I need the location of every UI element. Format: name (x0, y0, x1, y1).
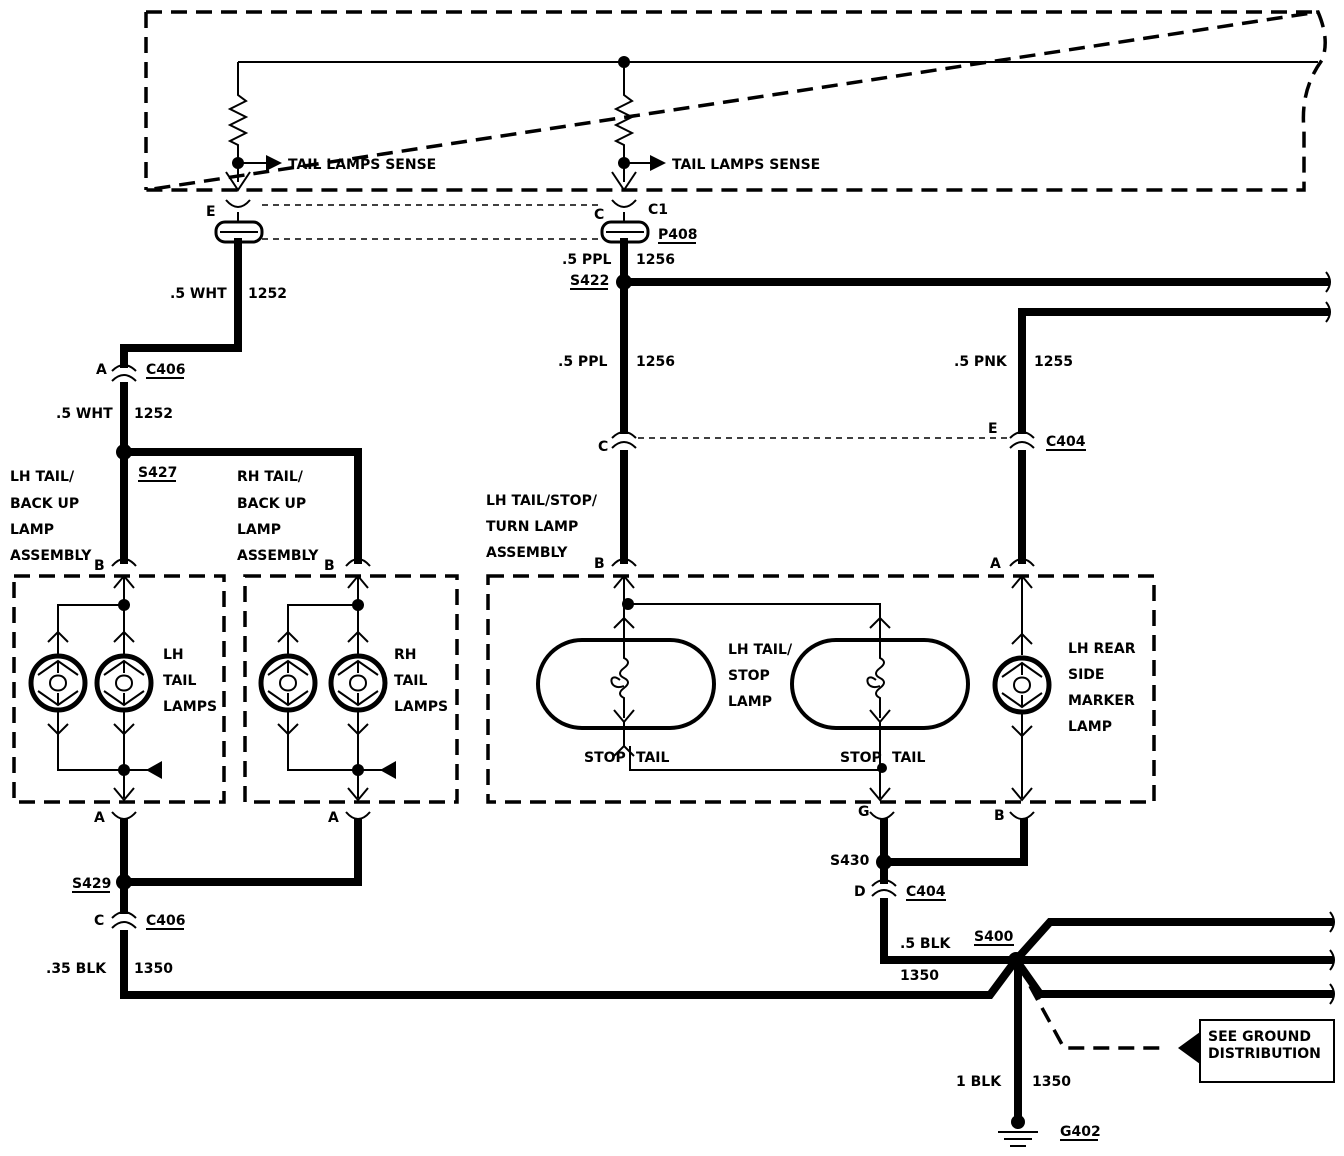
rh-tail-pin-b: B (324, 558, 335, 574)
wire-1256-num-mid: 1256 (636, 354, 675, 370)
wire-1350-num-right: 1350 (900, 968, 939, 984)
wire-1256 (611, 238, 1331, 564)
marker-line4: LAMP (1068, 719, 1112, 735)
lh-tail-lamps-line2: TAIL (163, 673, 197, 689)
lh-stop-assembly-line3: ASSEMBLY (486, 545, 568, 561)
g402-label: G402 (1060, 1124, 1101, 1140)
wire-1252-gauge-mid: .5 WHT (56, 406, 113, 422)
wire-1256-gauge-mid: .5 PPL (558, 354, 607, 370)
wire-1256-num-top: 1256 (636, 252, 675, 268)
lh-backup-line3: LAMP (10, 522, 54, 538)
c406-bottom-label: C406 (146, 913, 186, 929)
wire-1255-num: 1255 (1034, 354, 1073, 370)
c404-bottom-label: C404 (906, 884, 946, 900)
p408-pin-c: C (594, 207, 604, 223)
lh-stop-assembly-line2: TURN LAMP (486, 519, 578, 535)
wire-1350-right (869, 811, 1335, 1147)
marker-pin-b: B (994, 808, 1005, 824)
wire-1255-gauge: .5 PNK (954, 354, 1008, 370)
marker-pin-a: A (990, 556, 1001, 572)
c404-pin-e: E (988, 421, 998, 437)
tail-label-2: TAIL (892, 750, 926, 766)
rh-tail-lamps-box (243, 558, 459, 820)
rh-tail-lamps-line2: TAIL (394, 673, 428, 689)
lh-tail-lamps-box (12, 558, 226, 820)
lh-stop-lamp-box (486, 558, 1156, 804)
lh-tail-stop-line1: LH TAIL/ (728, 642, 793, 658)
s429-label: S429 (72, 876, 111, 892)
lh-tail-lamps-line1: LH (163, 647, 184, 663)
marker-line2: SIDE (1068, 667, 1104, 683)
wire-1350-gauge-left: .35 BLK (46, 961, 107, 977)
s400-label: S400 (974, 929, 1014, 945)
c1-label: C1 (648, 202, 668, 218)
lh-tail-pin-b: B (94, 558, 105, 574)
lh-backup-line4: ASSEMBLY (10, 548, 92, 564)
p408-pin-e: E (206, 204, 216, 220)
c406-top-pin: A (96, 362, 107, 378)
rh-backup-line1: RH TAIL/ (237, 469, 304, 485)
see-ground-line1: SEE GROUND (1208, 1029, 1311, 1045)
c404-bottom-pin: D (854, 884, 866, 900)
wire-1255 (1009, 301, 1331, 564)
p408-connector (214, 199, 650, 244)
rh-tail-lamps-line3: LAMPS (394, 699, 448, 715)
c404-top-label: C404 (1046, 434, 1086, 450)
see-ground-distribution-box (1178, 1019, 1335, 1083)
c406-bottom-pin: C (94, 913, 104, 929)
marker-line3: MARKER (1068, 693, 1135, 709)
lh-backup-line2: BACK UP (10, 496, 79, 512)
s427-splice (116, 444, 362, 564)
tail-label-1: TAIL (636, 750, 670, 766)
wire-1252-num-mid: 1252 (134, 406, 173, 422)
stop-lamp-pin-b: B (594, 556, 605, 572)
lh-backup-line1: LH TAIL/ (10, 469, 75, 485)
wire-1252 (111, 238, 242, 456)
rh-backup-line4: ASSEMBLY (237, 548, 319, 564)
s422-label: S422 (570, 273, 609, 289)
tail-lamps-sense-right: TAIL LAMPS SENSE (672, 157, 820, 173)
label-underlines (72, 242, 1098, 1141)
see-ground-line2: DISTRIBUTION (1208, 1046, 1321, 1062)
wire-1252-gauge-top: .5 WHT (170, 286, 227, 302)
lh-tail-stop-line3: LAMP (728, 694, 772, 710)
tail-lamps-sense-left: TAIL LAMPS SENSE (288, 157, 436, 173)
stop-lamp-pin-g: G (858, 804, 870, 820)
wire-1256-gauge-top: .5 PPL (562, 252, 611, 268)
wire-1350-left (111, 818, 1022, 999)
stop-label-1: STOP (584, 750, 626, 766)
s430-label: S430 (830, 853, 870, 869)
lh-tail-pin-a: A (94, 810, 105, 826)
s427-label: S427 (138, 465, 177, 481)
rh-backup-line2: BACK UP (237, 496, 306, 512)
marker-line1: LH REAR (1068, 641, 1136, 657)
stop-label-2: STOP (840, 750, 882, 766)
wire-1350-num-left: 1350 (134, 961, 173, 977)
lh-stop-assembly-line1: LH TAIL/STOP/ (486, 493, 598, 509)
rh-backup-line3: LAMP (237, 522, 281, 538)
lh-tail-lamps-line3: LAMPS (163, 699, 217, 715)
p408-label: P408 (658, 227, 697, 243)
wire-1350-num-ground: 1350 (1032, 1074, 1071, 1090)
c406-top-label: C406 (146, 362, 186, 378)
wire-1252-num-top: 1252 (248, 286, 287, 302)
module-box (144, 10, 1327, 192)
rh-tail-pin-a: A (328, 810, 339, 826)
wire-1350-gauge-right: .5 BLK (900, 936, 952, 952)
wire-1350-gauge-ground: 1 BLK (956, 1074, 1002, 1090)
rh-tail-lamps-line1: RH (394, 647, 417, 663)
lh-tail-stop-line2: STOP (728, 668, 770, 684)
c404-pin-c: C (598, 439, 608, 455)
